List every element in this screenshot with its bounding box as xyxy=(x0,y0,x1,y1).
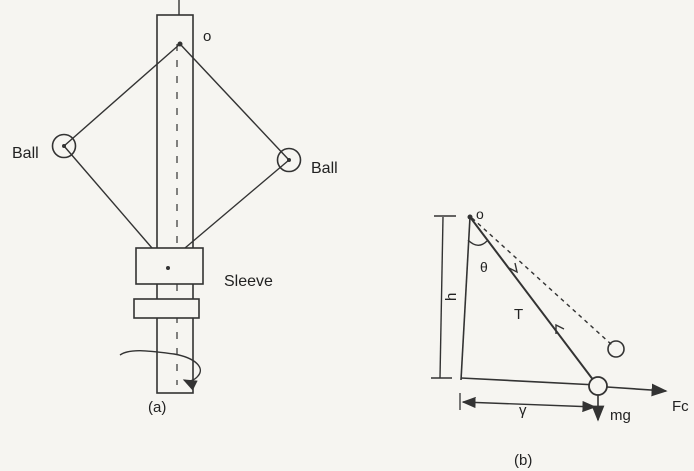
ball-b xyxy=(588,376,608,396)
rotation-arrow xyxy=(119,350,201,391)
lower-arm-right xyxy=(184,159,290,249)
upper-arm-left xyxy=(63,43,181,147)
pivot-point-b xyxy=(467,214,473,220)
collar xyxy=(133,298,200,319)
weight-label: mg xyxy=(610,407,631,424)
sleeve-joint xyxy=(166,266,170,270)
centrifugal-force-arrow xyxy=(606,383,668,397)
displaced-string-dashed xyxy=(471,217,613,346)
ball-right-label: Ball xyxy=(311,160,338,177)
ball-left-label: Ball xyxy=(12,145,39,162)
figure-a: o Ball Ball Sleeve (a) xyxy=(12,0,338,416)
caption-b: (b) xyxy=(514,452,532,469)
pivot-point xyxy=(177,41,183,47)
spindle xyxy=(156,14,194,394)
ball-right xyxy=(276,147,302,173)
radius-label: γ xyxy=(519,402,527,419)
string-line xyxy=(469,216,598,386)
angle-arc xyxy=(467,239,488,246)
displaced-ball xyxy=(607,340,625,358)
sleeve-label: Sleeve xyxy=(224,273,273,290)
radius-dimension xyxy=(461,396,597,413)
ball-left xyxy=(51,133,77,159)
pivot-label-b: o xyxy=(476,206,484,222)
string-arrow-down xyxy=(508,262,519,274)
height-label: h xyxy=(443,293,460,301)
caption-a: (a) xyxy=(148,399,166,416)
tension-label: T xyxy=(514,306,523,323)
figure-b: o θ h T Fc mg γ (b) xyxy=(431,206,689,469)
upper-arm-right xyxy=(179,43,290,161)
angle-label: θ xyxy=(480,259,488,275)
height-dimension xyxy=(439,216,444,379)
string-arrow-up xyxy=(555,323,565,334)
sleeve xyxy=(135,247,204,285)
lower-arm-left xyxy=(63,145,153,249)
pivot-label: o xyxy=(203,28,211,45)
vertical-axis xyxy=(460,216,471,381)
force-label: Fc xyxy=(672,398,689,415)
horizontal-radius-line xyxy=(460,377,598,386)
